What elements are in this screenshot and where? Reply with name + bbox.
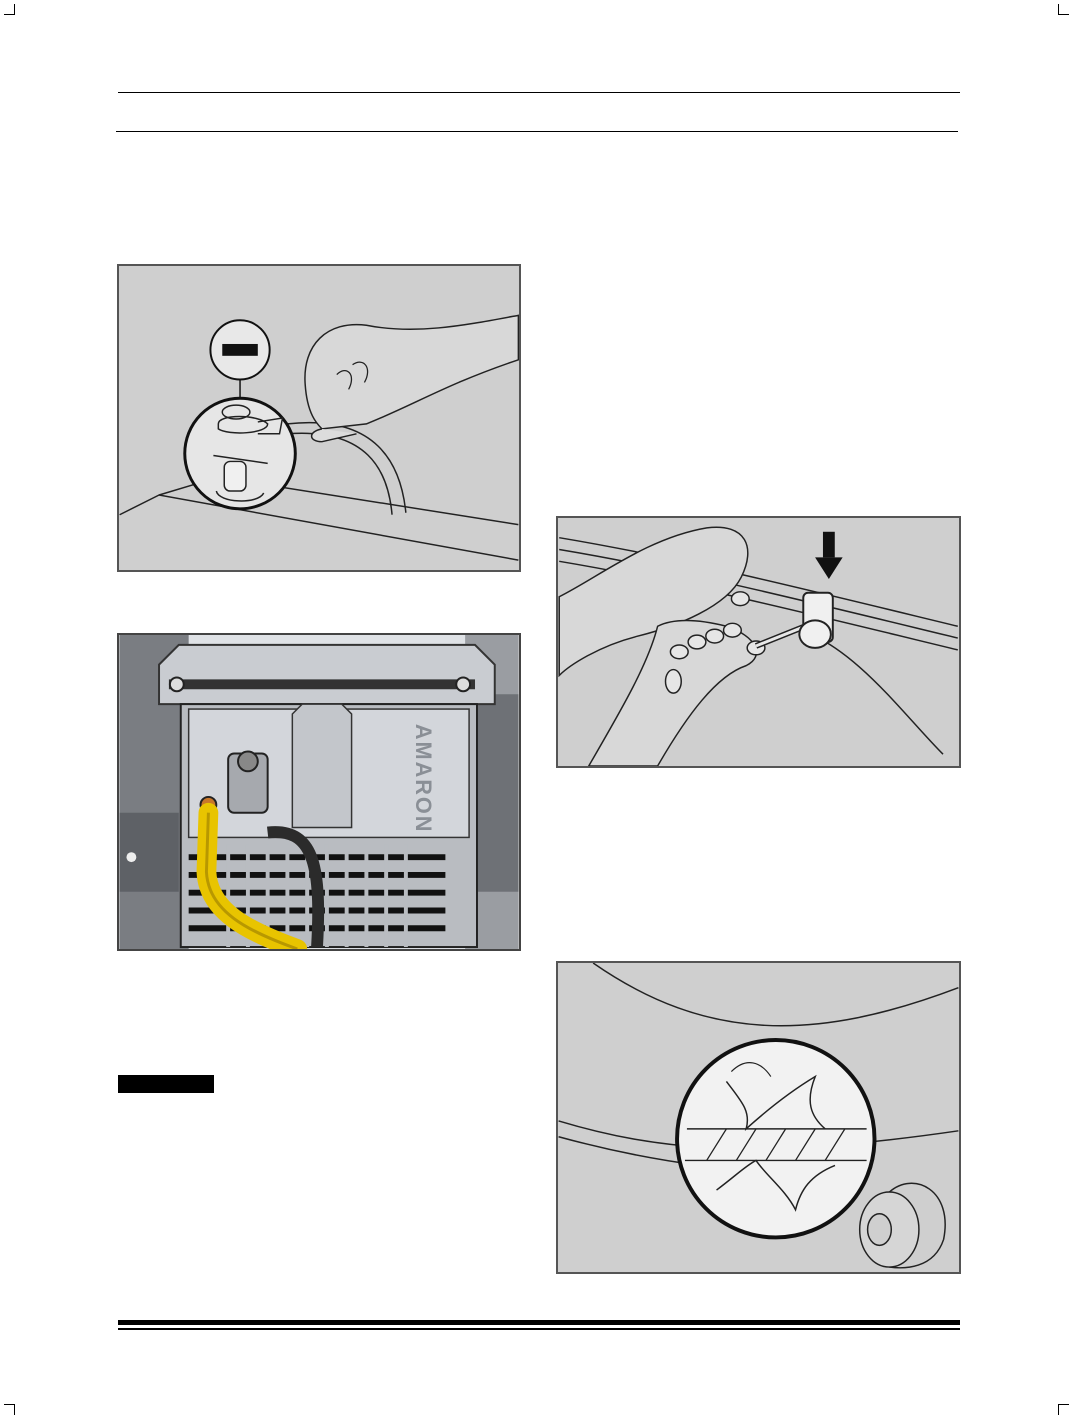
section-label-bar xyxy=(118,1075,214,1093)
battery-brand-label: AMARON xyxy=(411,724,436,834)
crop-mark-bottom-right xyxy=(1058,1404,1069,1415)
cable-clip-illustration xyxy=(558,518,958,766)
footer-rule-thick xyxy=(118,1320,960,1325)
battery-photo-render: AMARON xyxy=(119,635,519,949)
figure-cable-wear xyxy=(556,961,961,1274)
crop-mark-top-left xyxy=(4,4,15,15)
battery-terminal-illustration xyxy=(119,266,519,570)
negative-terminal-icon xyxy=(209,319,271,401)
header-rule-top xyxy=(118,92,960,93)
magnifier-detail-icon xyxy=(675,1038,877,1240)
figure-cable-clip xyxy=(556,516,961,768)
cable-wear-illustration xyxy=(558,963,959,1272)
figure-battery-photo: AMARON xyxy=(117,633,521,951)
header-rule-bottom xyxy=(116,131,958,132)
crop-mark-bottom-left xyxy=(4,1404,15,1415)
crop-mark-top-right xyxy=(1058,4,1069,15)
figure-battery-terminal xyxy=(117,264,521,572)
down-arrow-icon xyxy=(815,531,843,580)
footer-rule-thin xyxy=(118,1328,960,1330)
